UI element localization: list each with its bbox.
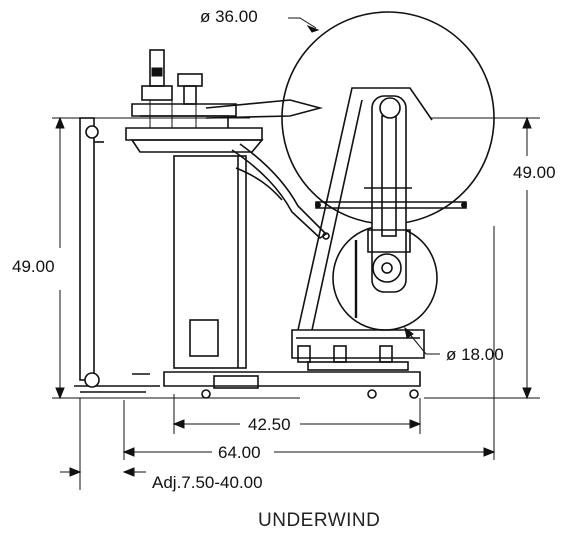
small-roll-diameter-label: ø 18.00	[446, 345, 504, 364]
adjustment-range-label: Adj.7.50-40.00	[152, 473, 263, 492]
base-width-label: 42.50	[248, 415, 291, 434]
drawing-caption: UNDERWIND	[258, 510, 380, 531]
overall-width-label: 64.00	[218, 443, 261, 462]
large-roll-diameter-label: ø 36.00	[200, 7, 258, 26]
machine-body	[74, 49, 421, 399]
left-height-label: 49.00	[12, 257, 55, 276]
right-height-label: 49.00	[513, 163, 556, 182]
unwind-stand	[291, 87, 467, 371]
dimension-lines	[52, 17, 540, 490]
